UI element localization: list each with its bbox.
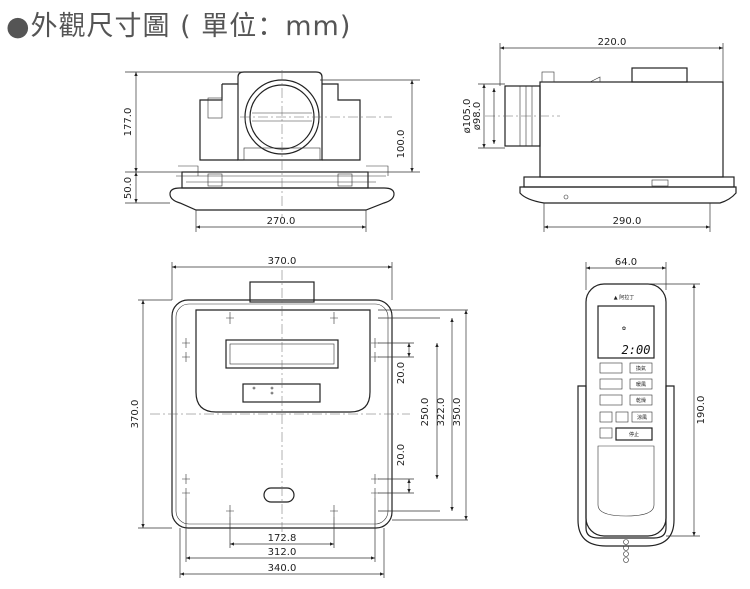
front-base-label: 50.0 xyxy=(123,177,134,199)
bottom-350-label: 350.0 xyxy=(452,398,463,427)
remote-height-label: 190.0 xyxy=(696,396,707,425)
fan-icon: ✿ xyxy=(622,326,626,332)
side-outer-dia-label: ø105.0 xyxy=(462,99,473,134)
btn-dry-label: 乾燥 xyxy=(636,397,646,404)
remote-buttons: 換氣 暖風 乾燥 涼風 停止 xyxy=(599,362,653,441)
side-view: 220.0 ø105.0 ø98.0 290.0 xyxy=(462,37,737,232)
side-top-label: 220.0 xyxy=(598,37,627,48)
bottom-250-label: 250.0 xyxy=(420,398,431,427)
bottom-view: 370.0 370.0 20.0 20.0 250.0 322.0 350.0 … xyxy=(130,256,468,578)
bottom-upper-20-label: 20.0 xyxy=(396,362,407,384)
remote-view: ▲ 阿拉丁 2:00 ✿ 換氣 暖風 乾燥 涼風 停止 xyxy=(577,257,707,563)
remote-chain xyxy=(623,539,629,563)
front-width-label: 270.0 xyxy=(267,216,296,227)
bottom-left-height-label: 370.0 xyxy=(130,400,141,429)
front-height-label: 177.0 xyxy=(123,108,134,137)
page-title: ●外觀尺寸圖 ( 單位：mm) xyxy=(6,11,352,42)
btn-stop-label: 停止 xyxy=(629,431,639,438)
side-bottom-label: 290.0 xyxy=(613,216,642,227)
side-inner-dia-label: ø98.0 xyxy=(472,102,483,130)
btn-cool-label: 涼風 xyxy=(637,414,647,421)
bottom-312-label: 312.0 xyxy=(268,547,297,558)
remote-lcd-time: 2:00 xyxy=(622,343,651,357)
remote-width-label: 64.0 xyxy=(615,257,637,268)
front-view: 177.0 50.0 100.0 270.0 xyxy=(123,70,420,232)
bottom-172-label: 172.8 xyxy=(268,533,297,544)
remote-brand: ▲ 阿拉丁 xyxy=(614,294,634,301)
mount-screws xyxy=(182,312,379,517)
btn-vent-label: 換氣 xyxy=(636,365,646,372)
bottom-lower-20-label: 20.0 xyxy=(396,444,407,466)
bottom-322-label: 322.0 xyxy=(436,398,447,427)
front-duct-label: 100.0 xyxy=(396,130,407,159)
bottom-340-label: 340.0 xyxy=(268,563,297,574)
bottom-top-width-label: 370.0 xyxy=(268,256,297,267)
btn-warm-label: 暖風 xyxy=(636,381,646,388)
